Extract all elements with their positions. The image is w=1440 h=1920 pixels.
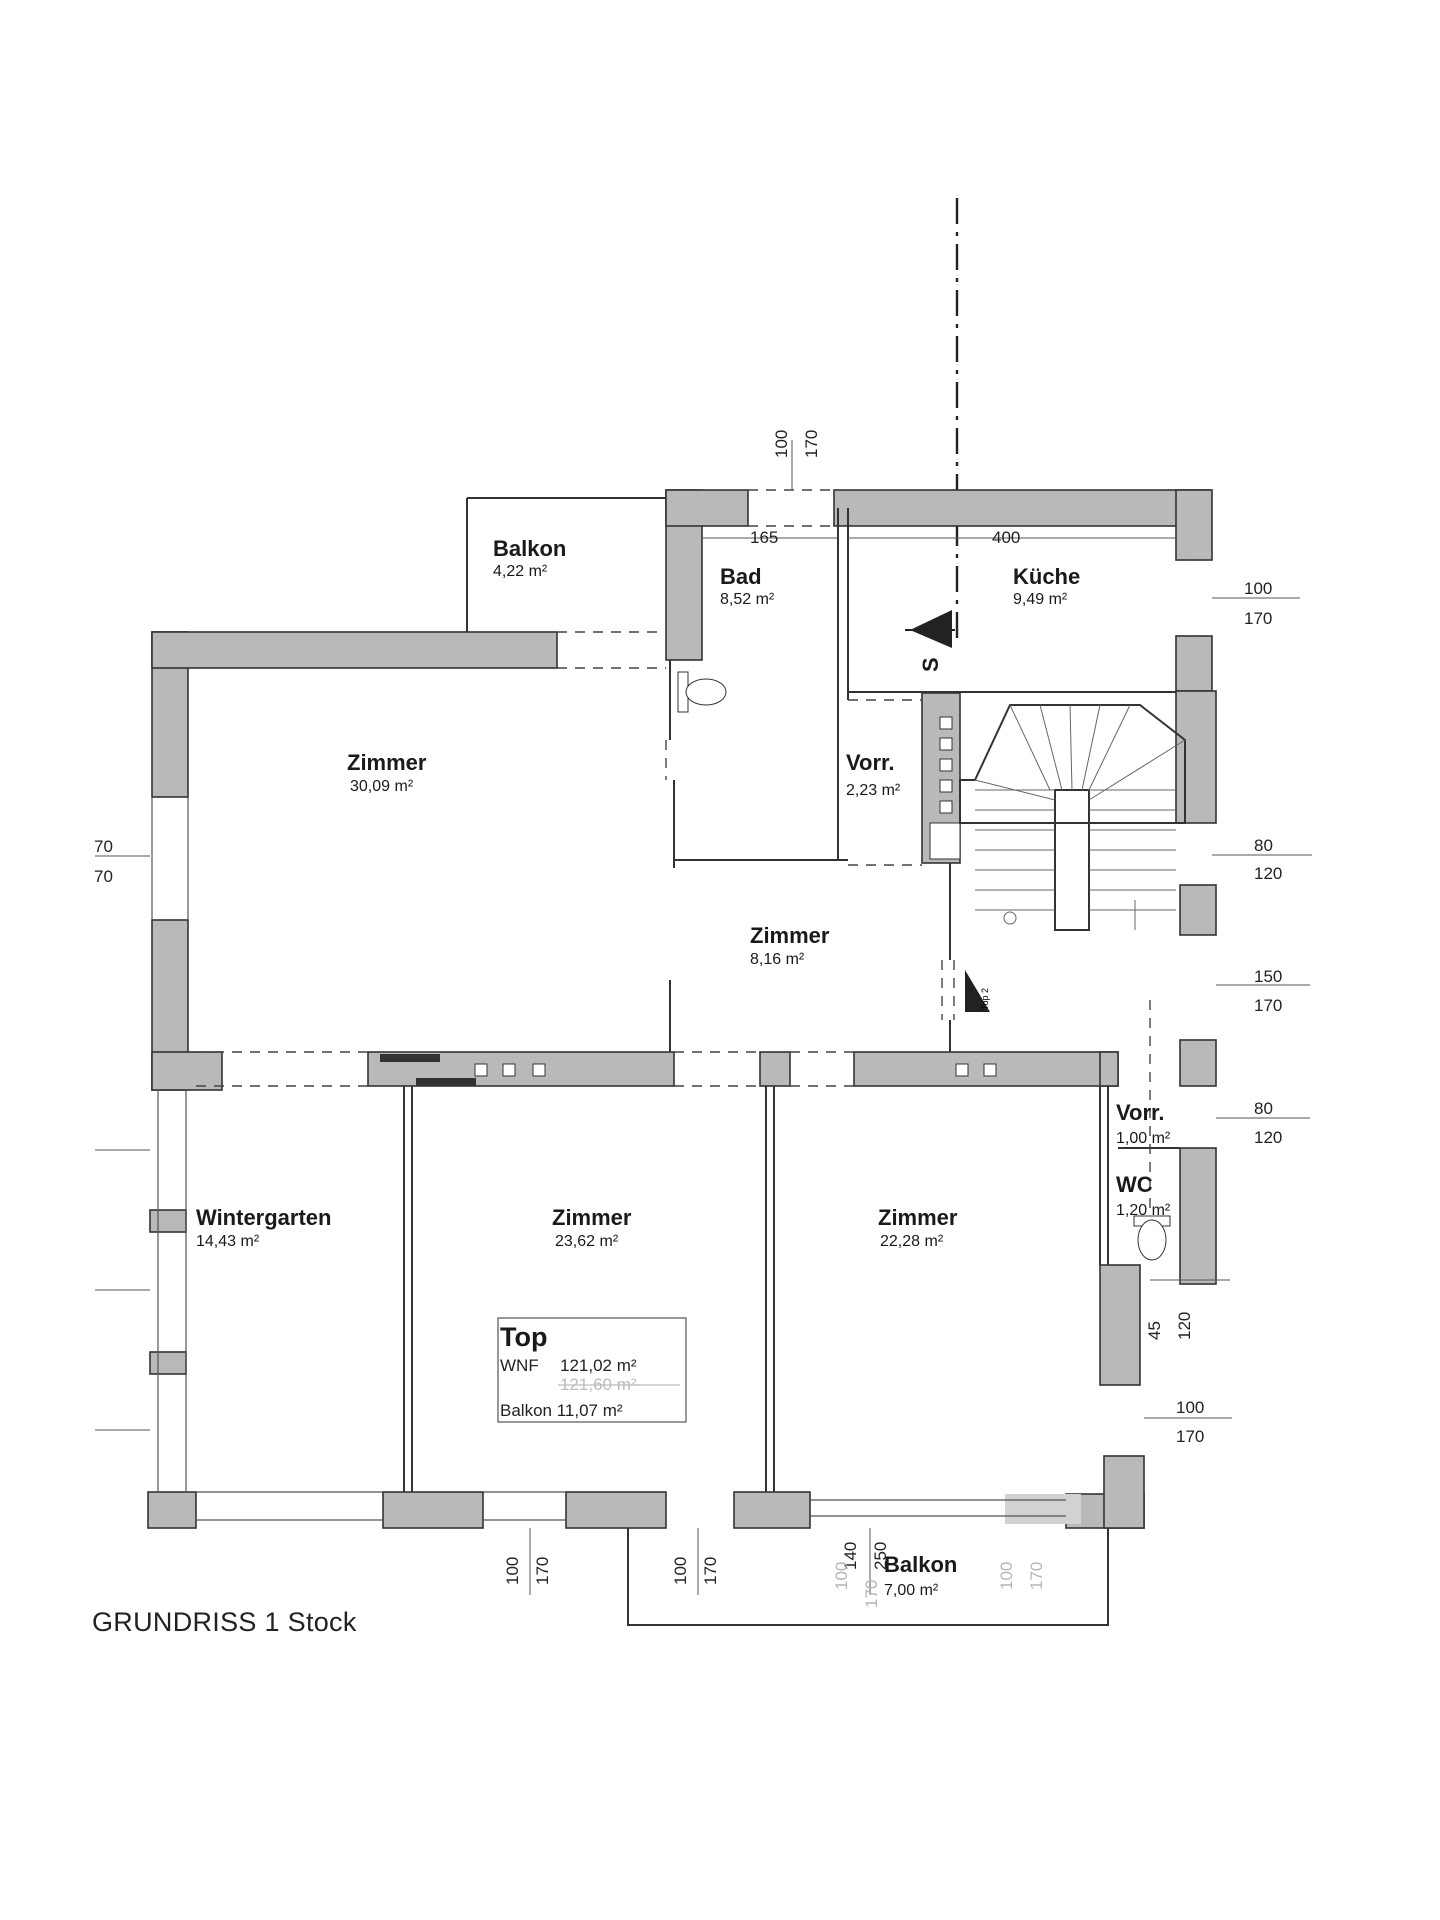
room-name-balkon-top: Balkon	[493, 536, 566, 561]
walls	[147, 489, 1217, 1529]
dim-top-window-b: 170	[802, 430, 821, 458]
dim-bottom-1a: 100	[503, 1557, 522, 1585]
room-name-wc: WC	[1116, 1172, 1153, 1197]
room-name-zimmer-small: Zimmer	[750, 923, 830, 948]
room-area-bad: 8,52 m²	[720, 591, 775, 608]
dim-right-1a: 100	[1244, 579, 1272, 598]
dimension-lines	[95, 440, 1312, 1595]
dim-left-a: 70	[94, 837, 113, 856]
room-area-wintergarten: 14,43 m²	[196, 1233, 260, 1250]
top-summary-box: Top WNF 121,02 m² 121,60 m² Balkon 11,07…	[497, 1317, 687, 1423]
dim-bottom-1b: 170	[533, 1557, 552, 1585]
room-name-balkon-bottom: Balkon	[884, 1552, 957, 1577]
dim-right-2b: 120	[1254, 864, 1282, 883]
dim-right-4a: 80	[1254, 1099, 1273, 1118]
dim-kueche-width: 400	[992, 528, 1020, 547]
dim-left-b: 70	[94, 867, 113, 886]
room-area-balkon-top: 4,22 m²	[493, 563, 548, 580]
dim-right-5b: 120	[1175, 1312, 1194, 1340]
top-summary-balkon: Balkon 11,07 m²	[500, 1401, 623, 1420]
dim-right-2a: 80	[1254, 836, 1273, 855]
toilets	[677, 671, 1171, 1261]
room-area-zimmer-mid: 23,62 m²	[555, 1233, 619, 1250]
dim-right-6a: 100	[1176, 1398, 1204, 1417]
room-area-vorr-1: 2,23 m²	[846, 782, 901, 799]
room-name-zimmer-large: Zimmer	[347, 750, 427, 775]
room-area-zimmer-large: 30,09 m²	[350, 778, 414, 795]
room-area-kueche: 9,49 m²	[1013, 591, 1068, 608]
room-area-wc: 1,20 m²	[1116, 1202, 1171, 1219]
thin-walls	[151, 497, 1180, 1626]
dim-right-5a: 45	[1145, 1321, 1164, 1340]
section-marker-label: S	[918, 657, 943, 672]
dim-bottom-2a: 100	[671, 1557, 690, 1585]
opening-lines	[196, 489, 1212, 1240]
plan-caption: GRUNDRISS 1 Stock	[92, 1607, 357, 1637]
room-name-zimmer-right: Zimmer	[878, 1205, 958, 1230]
top-marker-icon	[965, 970, 990, 1012]
dim-right-3a: 150	[1254, 967, 1282, 986]
top-summary-wnf-value: 121,02 m²	[560, 1356, 637, 1375]
section-marker-icon	[905, 610, 955, 648]
room-name-vorr-1: Vorr.	[846, 750, 895, 775]
dim-bottom-3a: 140	[841, 1542, 860, 1570]
dim-bottom-faint-b: 170	[862, 1580, 881, 1608]
dim-bottom-faint-d: 170	[1027, 1562, 1046, 1590]
room-name-kueche: Küche	[1013, 564, 1080, 589]
chimney-flues	[380, 716, 997, 1086]
room-area-zimmer-right: 22,28 m²	[880, 1233, 944, 1250]
dim-right-1b: 170	[1244, 609, 1272, 628]
stairwell	[959, 704, 1186, 931]
room-area-vorr-2: 1,00 m²	[1116, 1130, 1171, 1147]
dim-right-3b: 170	[1254, 996, 1282, 1015]
top-summary-title: Top	[500, 1322, 547, 1352]
dim-bottom-faint-a: 100	[832, 1562, 851, 1590]
dim-top-window-a: 100	[772, 430, 791, 458]
dim-bottom-3b: 250	[871, 1542, 890, 1570]
dim-bad-width: 165	[750, 528, 778, 547]
dim-bottom-faint-c: 100	[997, 1562, 1016, 1590]
room-area-balkon-bottom: 7,00 m²	[884, 1582, 939, 1599]
room-area-zimmer-small: 8,16 m²	[750, 951, 805, 968]
dim-bottom-2b: 170	[701, 1557, 720, 1585]
room-name-vorr-2: Vorr.	[1116, 1100, 1165, 1125]
dim-right-4b: 120	[1254, 1128, 1282, 1147]
room-name-zimmer-mid: Zimmer	[552, 1205, 632, 1230]
room-name-bad: Bad	[720, 564, 762, 589]
top-summary-wnf-label: WNF	[500, 1356, 539, 1375]
dim-right-6b: 170	[1176, 1427, 1204, 1446]
top-marker-label: Top 2	[980, 988, 990, 1010]
room-name-wintergarten: Wintergarten	[196, 1205, 331, 1230]
